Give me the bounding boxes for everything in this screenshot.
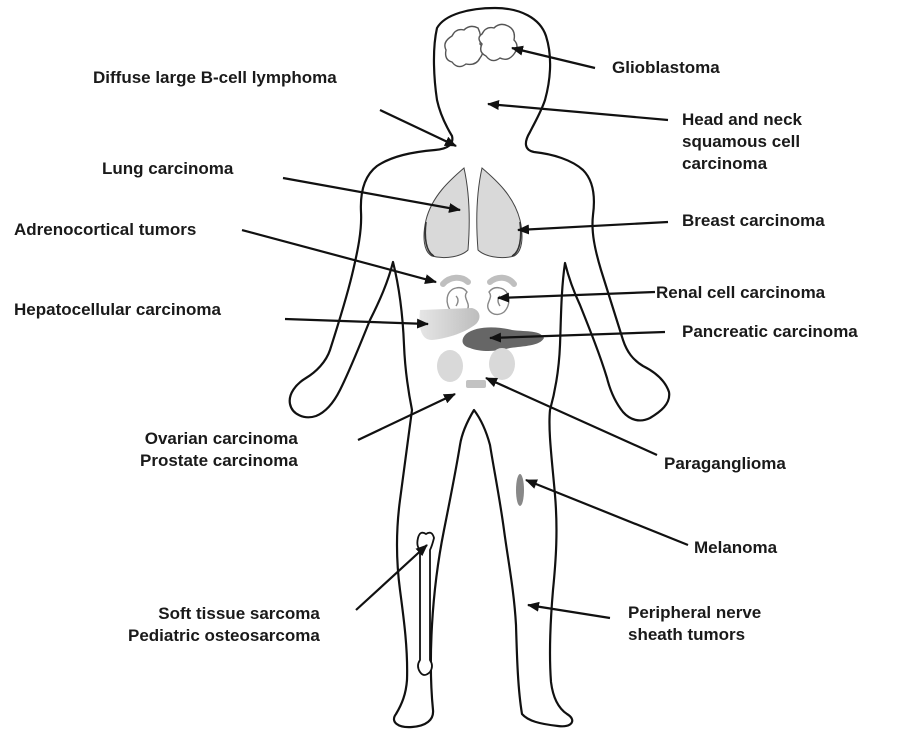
label-pancreatic-carcinoma: Pancreatic carcinoma xyxy=(682,321,858,343)
label-glioblastoma: Glioblastoma xyxy=(612,57,720,79)
label-adrenocortical-tumors: Adrenocortical tumors xyxy=(14,219,196,241)
label-soft-tissue-sarcoma: Soft tissue sarcoma Pediatric osteosarco… xyxy=(128,603,320,647)
label-paraganglioma: Paraganglioma xyxy=(664,453,786,475)
melanoma-lesion xyxy=(516,474,524,506)
label-breast-carcinoma: Breast carcinoma xyxy=(682,210,825,232)
label-lung-carcinoma: Lung carcinoma xyxy=(102,158,233,180)
label-diffuse-large-b-cell-lymphoma: Diffuse large B-cell lymphoma xyxy=(93,67,337,89)
label-head-and-neck-carcinoma: Head and neck squamous cell carcinoma xyxy=(682,109,802,175)
label-ovarian-prostate-carcinoma: Ovarian carcinoma Prostate carcinoma xyxy=(140,428,298,472)
label-renal-cell-carcinoma: Renal cell carcinoma xyxy=(656,282,825,304)
label-hepatocellular-carcinoma: Hepatocellular carcinoma xyxy=(14,299,221,321)
label-peripheral-nerve-sheath-tumors: Peripheral nerve sheath tumors xyxy=(628,602,761,646)
label-melanoma: Melanoma xyxy=(694,537,777,559)
